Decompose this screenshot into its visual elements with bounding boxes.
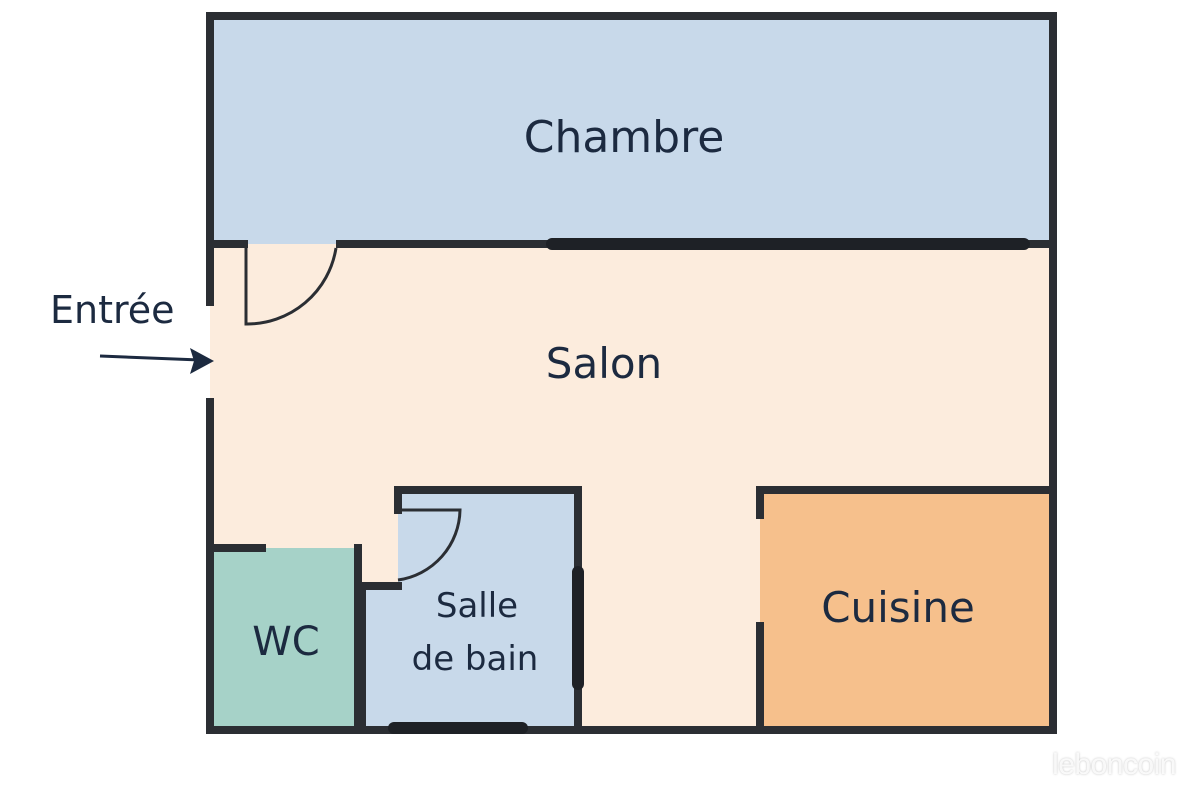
leboncoin-watermark: leboncoin (1052, 748, 1176, 781)
entrance-arrow-head (190, 348, 214, 374)
entrance-arrow (99, 348, 214, 374)
room-chambre (210, 16, 1053, 244)
entrance-label: Entrée (50, 288, 175, 332)
label-chambre: Chambre (524, 112, 725, 163)
label-salle-de-bain-line2: de bain (412, 639, 539, 679)
label-salon: Salon (546, 339, 662, 388)
room-wc (214, 548, 358, 726)
doors (244, 247, 462, 582)
room-salle-de-bain (362, 490, 578, 726)
windows (388, 238, 1030, 734)
entrance-arrow-shaft (99, 354, 201, 362)
label-wc: WC (252, 619, 319, 665)
door-salle-de-bain-swing (397, 508, 462, 582)
door-entree-swing (244, 247, 338, 326)
label-cuisine: Cuisine (821, 583, 975, 632)
room-cuisine (760, 490, 1051, 726)
label-salle-de-bain-line1: Salle (436, 586, 518, 626)
